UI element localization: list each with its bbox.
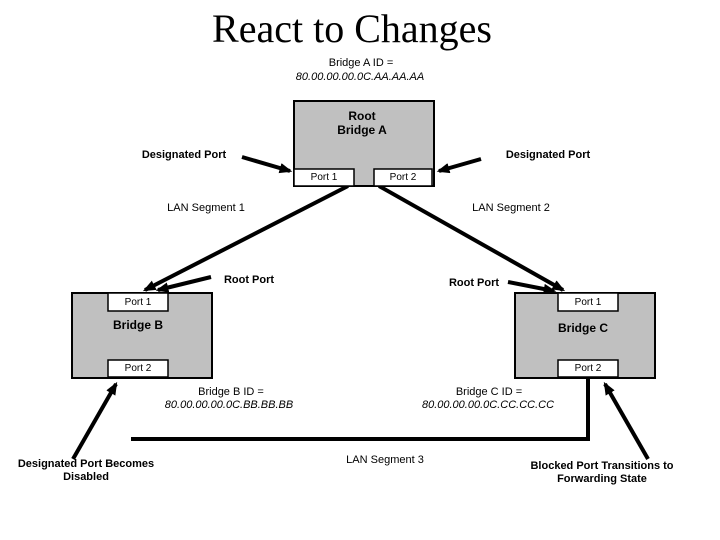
root-port-right-label: Root Port [448, 277, 500, 289]
blocked-port-note: Blocked Port Transitions to Forwarding S… [530, 460, 673, 486]
blocked-port-arrow [603, 381, 650, 460]
bridge-b-port1-label: Port 1 [124, 297, 152, 308]
disabled-port-note-line2: Disabled [63, 471, 109, 483]
bridge-a-name-line2: Bridge A [337, 123, 387, 137]
bridge-a-port1-label: Port 1 [310, 172, 338, 183]
blocked-port-note-line2: Forwarding State [557, 473, 647, 485]
blocked-port-note-line1: Blocked Port Transitions to [530, 460, 674, 472]
bridge-b-port2-label: Port 2 [124, 363, 152, 374]
bridge-b-port2-box [107, 359, 169, 378]
slide-title: React to Changes [212, 6, 492, 51]
disabled-port-note: Designated Port Becomes Disabled [18, 458, 154, 484]
bridge-c-port1-label: Port 1 [574, 297, 602, 308]
bridge-a-port2-box [373, 168, 433, 187]
root-port-right-arrow [507, 280, 557, 295]
bridge-c-port2-box [557, 359, 619, 378]
bridge-a-id-value: 80.00.00.00.0C.AA.AA.AA [295, 71, 425, 83]
bridge-c-port2-label: Port 2 [574, 363, 602, 374]
bridge-c-id-label: Bridge C ID = [455, 386, 523, 398]
bridge-b-id-value: 80.00.00.00.0C.BB.BB.BB [164, 399, 294, 411]
lan-segment-2-line [378, 184, 566, 292]
bridge-a-port1-box [293, 168, 355, 187]
bridge-b-id-label: Bridge B ID = [198, 386, 264, 398]
root-port-left-arrow [155, 275, 212, 293]
bridge-c-port1-box [557, 292, 619, 312]
bridge-a-name-line1: Root [348, 109, 376, 123]
lan-segment-3-line [131, 378, 590, 441]
bridge-a-id-label: Bridge A ID = [328, 57, 394, 69]
lan-segment-1-line [142, 184, 349, 292]
bridge-c-id-value: 80.00.00.00.0C.CC.CC.CC [421, 399, 555, 411]
root-port-left-label: Root Port [223, 274, 275, 286]
designated-port-left-arrow [241, 155, 293, 174]
designated-port-right-arrow [436, 157, 482, 174]
bridge-b-port1-box [107, 292, 169, 312]
lan-segment-3-label: LAN Segment 3 [346, 454, 424, 466]
designated-port-left-label: Designated Port [141, 149, 227, 161]
designated-port-right-label: Designated Port [505, 149, 591, 161]
lan-segment-2-label: LAN Segment 2 [472, 202, 550, 214]
disabled-port-arrow [71, 381, 118, 460]
bridge-b-name: Bridge B [112, 318, 164, 332]
bridge-a-name: Root Bridge A [337, 109, 387, 137]
bridge-c-name: Bridge C [557, 321, 609, 335]
bridge-a-port2-label: Port 2 [389, 172, 417, 183]
disabled-port-note-line1: Designated Port Becomes [17, 458, 155, 470]
lan-segment-1-label: LAN Segment 1 [167, 202, 245, 214]
